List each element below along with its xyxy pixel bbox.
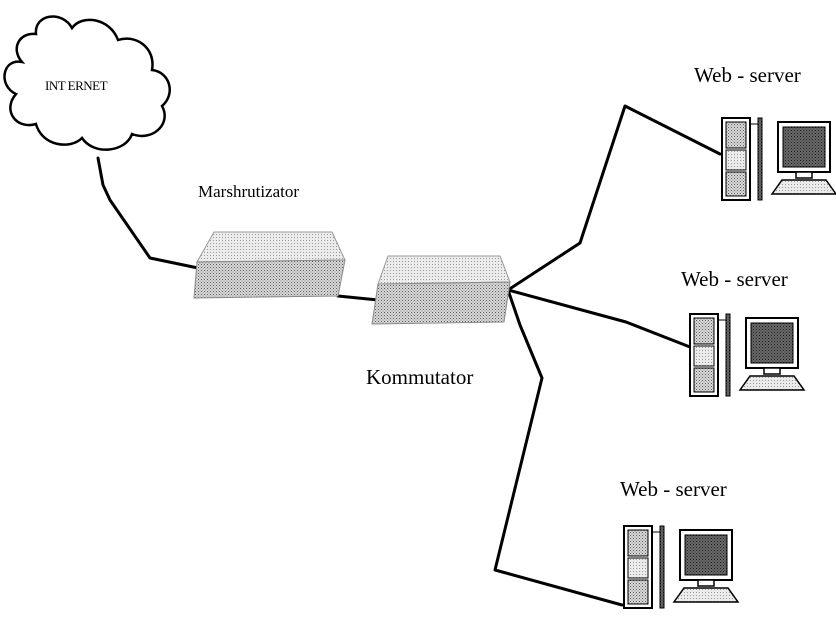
server-computer-icon (721, 117, 836, 201)
switch-device: Kommutator (366, 255, 511, 389)
wire-internet-router (96, 156, 200, 270)
router-label: Marshrutizator (198, 182, 299, 201)
server-computer-icon (623, 525, 739, 609)
web-server-1: Web - server (694, 63, 836, 201)
web-server-2: Web - server (681, 267, 805, 397)
cloud-icon (3, 15, 171, 151)
router-device: Marshrutizator (193, 182, 346, 299)
server-computer-icon (689, 313, 805, 397)
cloud-label: INT ERNET (45, 78, 108, 93)
wire-switch-server-1 (506, 104, 722, 292)
connection-lines (96, 104, 722, 607)
wire-switch-server-3 (493, 288, 624, 607)
server-label: Web - server (694, 63, 801, 87)
server-label: Web - server (620, 477, 727, 501)
server-label: Web - server (681, 267, 788, 291)
internet-cloud: INT ERNET (3, 15, 171, 151)
wire-router-switch (336, 294, 380, 302)
switch-label: Kommutator (366, 365, 473, 389)
web-server-3: Web - server (620, 477, 739, 609)
wire-switch-server-2 (506, 288, 692, 349)
